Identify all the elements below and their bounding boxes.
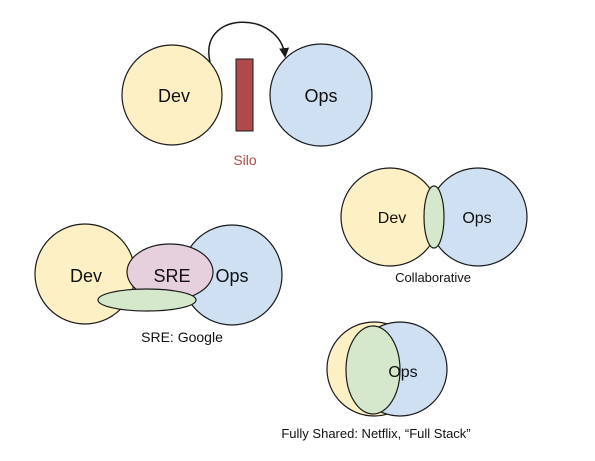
sre-model: Dev SRE Ops SRE: Google [34, 223, 283, 345]
silo-handoff-arrow [208, 21, 290, 63]
silo-dev-circle [121, 44, 223, 146]
shared-ops-label: Ops [388, 364, 417, 381]
silo-wall [235, 58, 254, 132]
collab-overlap [423, 185, 445, 249]
collab-caption: Collaborative [395, 270, 471, 285]
shared-overlap-ellipse [345, 325, 401, 415]
silo-caption: Silo [233, 152, 257, 168]
silo-ops-circle [269, 43, 373, 147]
sre-dev-label: Dev [70, 266, 102, 286]
silo-ops-label: Ops [304, 86, 337, 106]
shared-caption: Fully Shared: Netflix, “Full Stack” [281, 426, 470, 441]
fully-shared-model: Ops Fully Shared: Netflix, “Full Stack” [281, 321, 471, 441]
silo-model: Dev Ops Silo [121, 21, 373, 168]
sre-shared-ellipse [97, 288, 197, 312]
sre-role-label: SRE [153, 266, 190, 286]
silo-dev-label: Dev [158, 86, 190, 106]
collab-ops-label: Ops [462, 210, 491, 227]
sre-ops-label: Ops [215, 266, 248, 286]
collab-dev-label: Dev [378, 210, 406, 227]
collaborative-model: Dev Ops Collaborative [340, 167, 528, 285]
sre-caption: SRE: Google [141, 329, 223, 345]
